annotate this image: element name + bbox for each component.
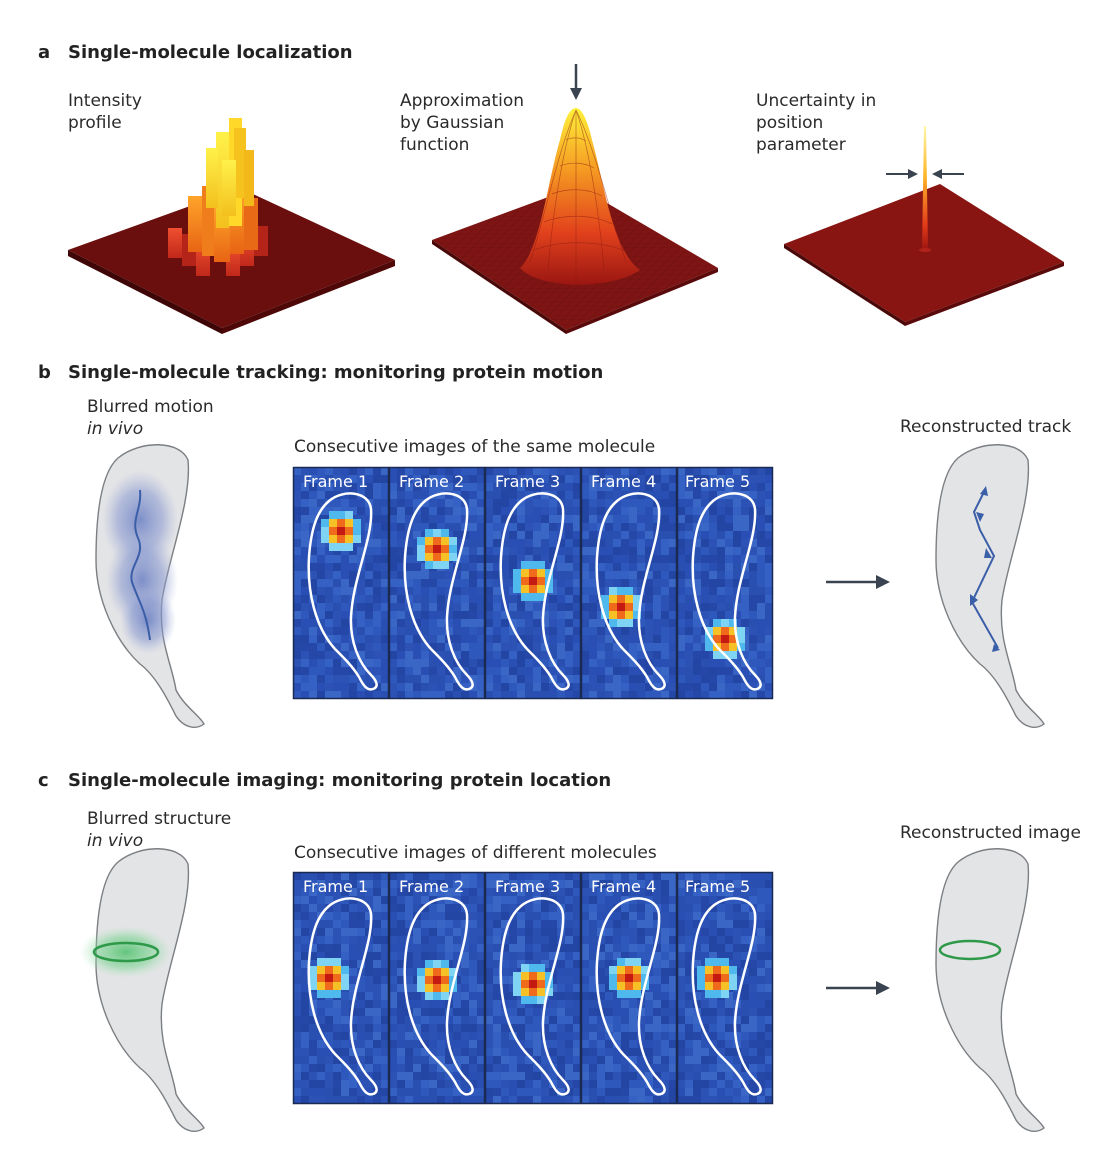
frame-3-c: Frame 3 bbox=[485, 872, 581, 1104]
blurred-structure-italic: in vivo bbox=[87, 830, 231, 852]
noise-background bbox=[389, 467, 485, 699]
panel-c-letter: c bbox=[38, 770, 49, 791]
frame-label-c-2: Frame 2 bbox=[399, 877, 464, 896]
frame-3-b: Frame 3 bbox=[485, 467, 581, 699]
bacterium-reconstructed-track bbox=[936, 445, 1044, 728]
blurred-structure-text: Blurred structure bbox=[87, 808, 231, 830]
bacterium-reconstructed-image bbox=[936, 849, 1044, 1132]
frame-2-b: Frame 2 bbox=[389, 467, 485, 699]
frame-label-b-1: Frame 1 bbox=[303, 472, 368, 491]
frame-label-c-5: Frame 5 bbox=[685, 877, 750, 896]
frame-label-c-1: Frame 1 bbox=[303, 877, 368, 896]
frame-5-b: Frame 5 bbox=[677, 467, 773, 699]
frame-label-b-2: Frame 2 bbox=[399, 472, 464, 491]
frame-4-c: Frame 4 bbox=[581, 872, 677, 1104]
frame-label-b-3: Frame 3 bbox=[495, 472, 560, 491]
frame-label-b-5: Frame 5 bbox=[685, 472, 750, 491]
frame-2-c: Frame 2 bbox=[389, 872, 485, 1104]
bacterium-blurred-motion bbox=[96, 445, 204, 728]
arrow-right-icon-c bbox=[826, 981, 890, 995]
panel-c-title: Single-molecule imaging: monitoring prot… bbox=[68, 770, 611, 791]
frame-1-c: Frame 1 bbox=[293, 872, 389, 1104]
frame-4-b: Frame 4 bbox=[581, 467, 677, 699]
frame-1-b: Frame 1 bbox=[293, 467, 389, 699]
noise-background bbox=[581, 467, 677, 699]
arrow-right-icon-b bbox=[826, 575, 890, 589]
noise-background bbox=[293, 467, 389, 699]
frame-label-c-4: Frame 4 bbox=[591, 877, 656, 896]
frame-strip-c: Frame 1 Frame 2 Frame 3 Frame 4 Frame 5 bbox=[293, 872, 773, 1104]
bacterium-blurred-structure bbox=[80, 849, 204, 1132]
frame-5-c: Frame 5 bbox=[677, 872, 773, 1104]
frame-label-b-4: Frame 4 bbox=[591, 472, 656, 491]
blurred-structure-label: Blurred structure in vivo bbox=[87, 808, 231, 852]
frame-label-c-3: Frame 3 bbox=[495, 877, 560, 896]
reconstructed-image-label: Reconstructed image bbox=[900, 822, 1081, 844]
frame-strip-b: Frame 1 Frame 2 Frame 3 Frame 4 Frame 5 bbox=[293, 467, 773, 699]
noise-background bbox=[677, 467, 773, 699]
strip-caption-c: Consecutive images of different molecule… bbox=[294, 842, 657, 864]
